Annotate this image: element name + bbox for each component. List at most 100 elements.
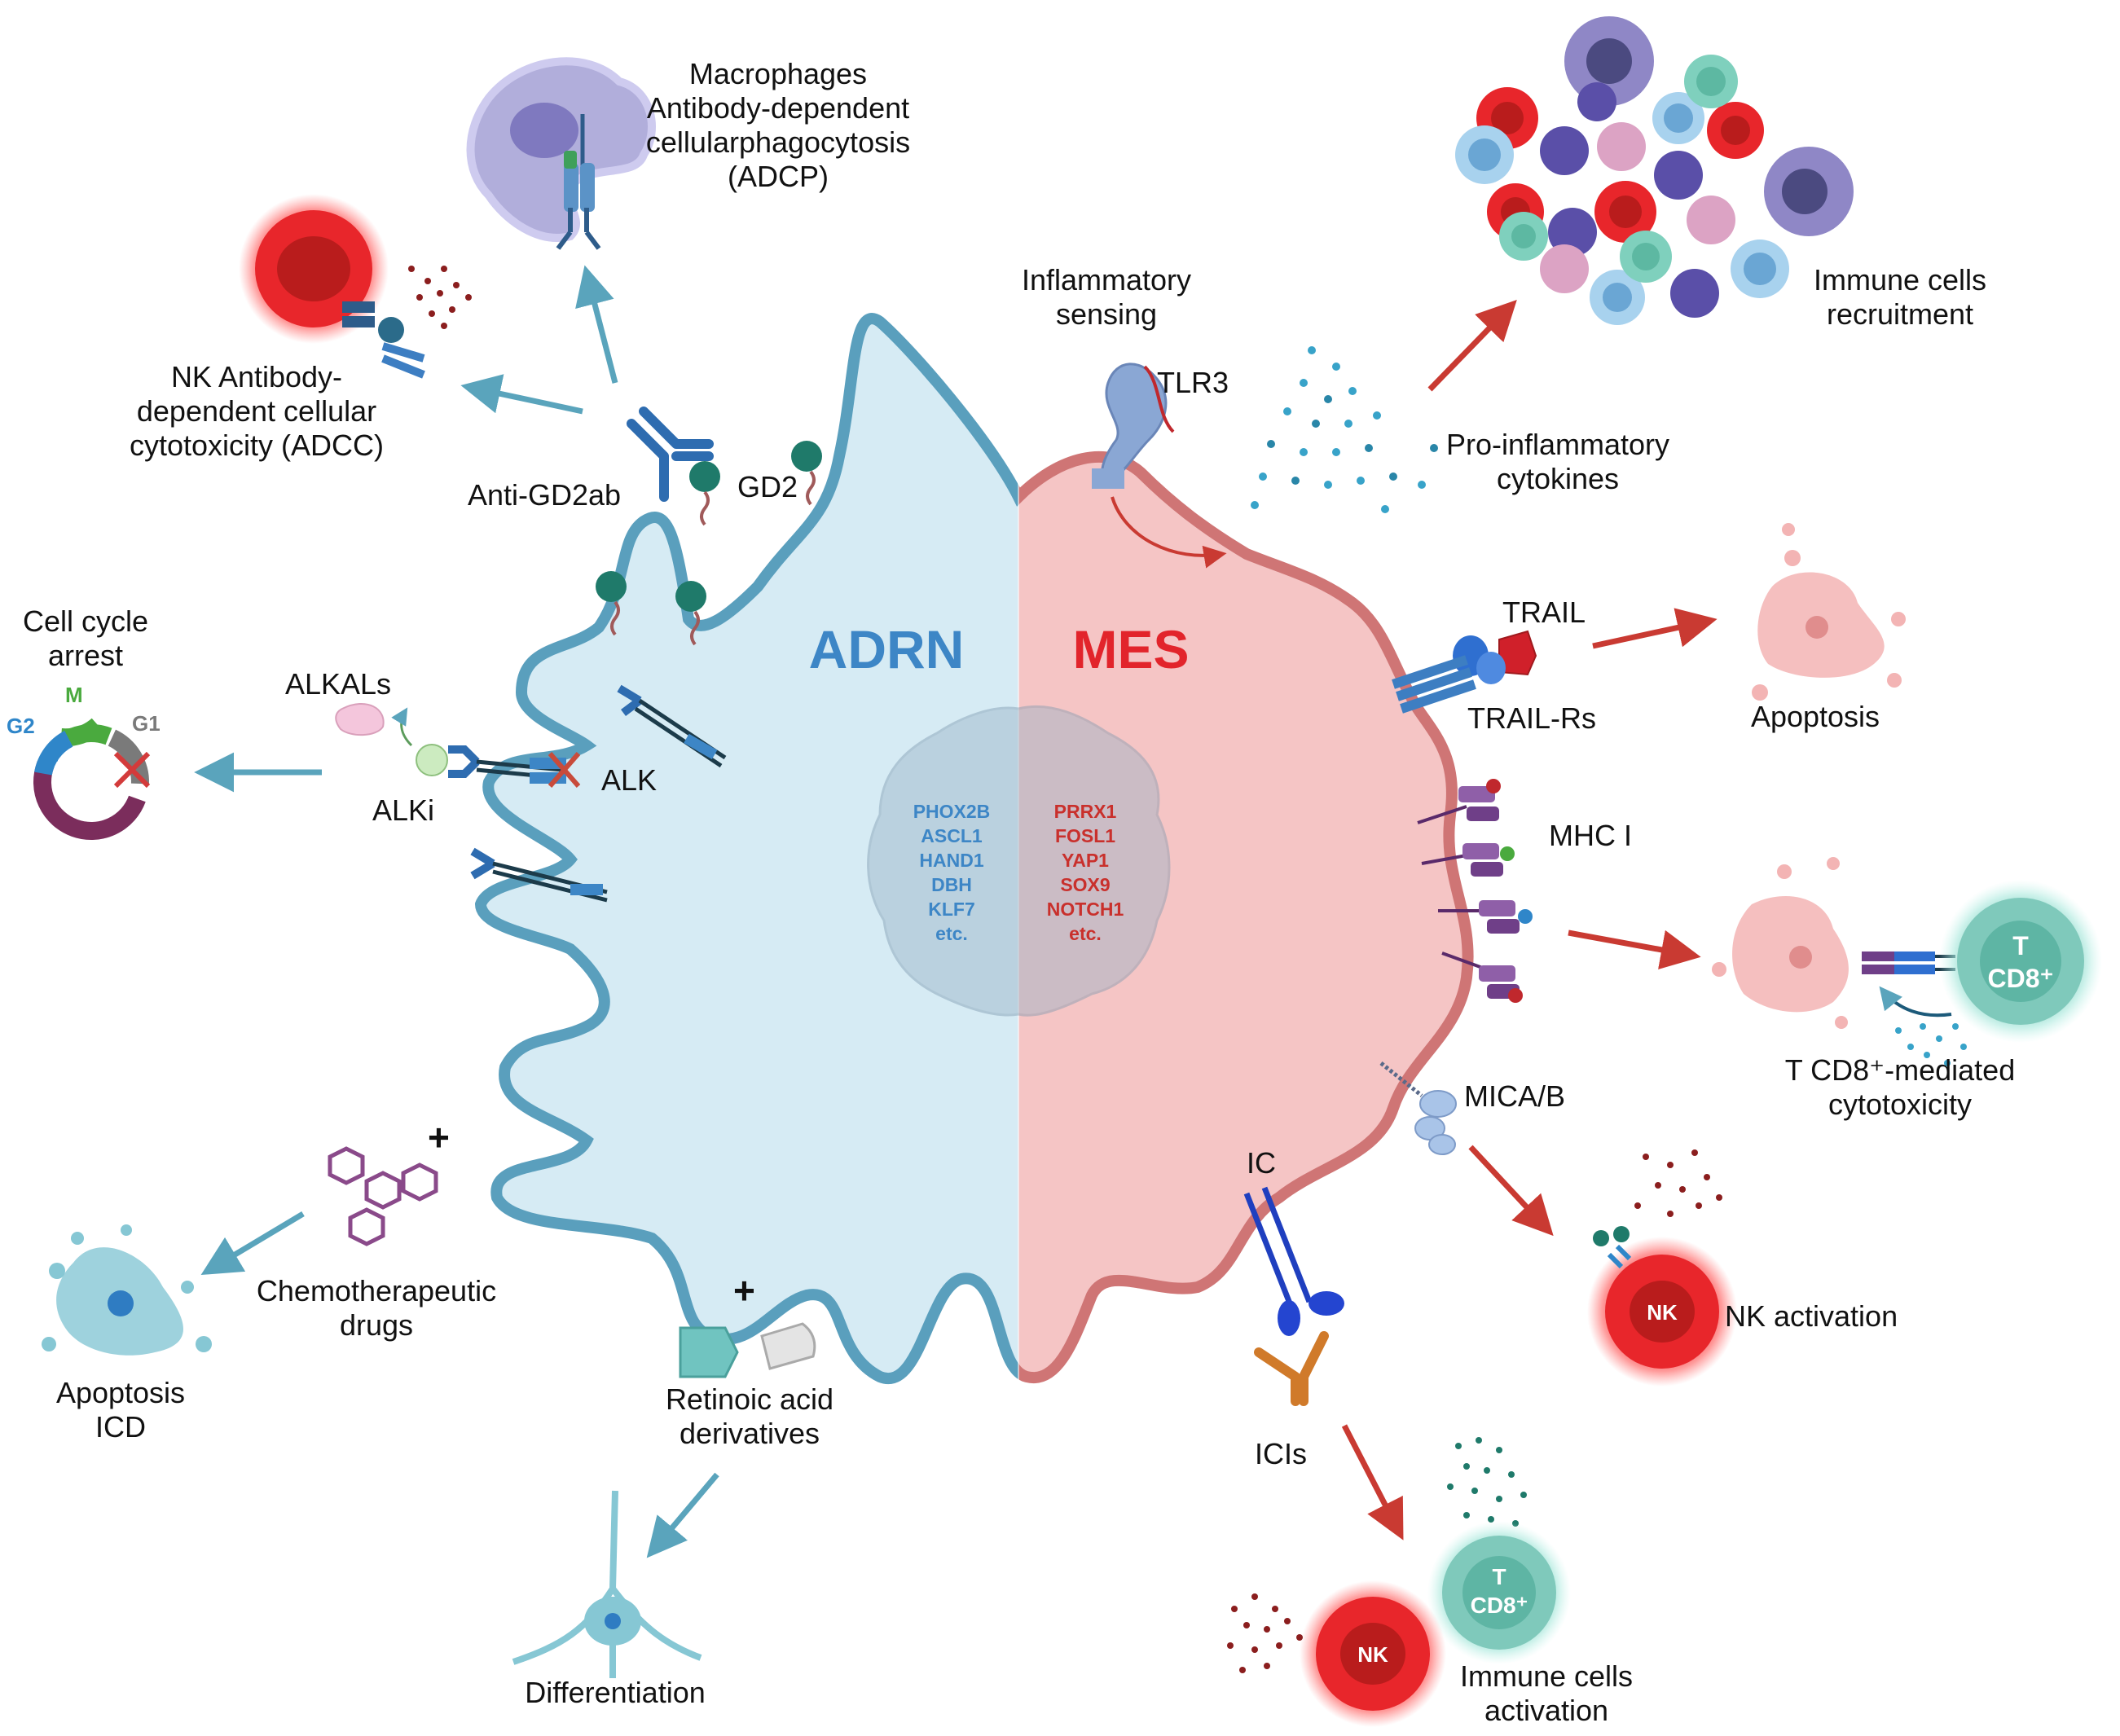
immune-checkpoint-icon — [1243, 1186, 1344, 1336]
svg-text:Cell cycle: Cell cycle — [23, 604, 148, 638]
tlr3-signal-arrow — [1111, 496, 1227, 569]
svg-text:(ADCP): (ADCP) — [728, 160, 829, 193]
alkal-arrow — [391, 707, 413, 747]
retinoic-plus-sign: + — [733, 1269, 755, 1312]
apoptotic-cell-icon — [1752, 523, 1906, 701]
phase-s-label: S — [85, 820, 99, 844]
svg-text:recruitment: recruitment — [1827, 297, 1973, 331]
phase-m-label: M — [65, 683, 83, 707]
trail-receptor-icon — [1392, 635, 1506, 714]
adrn-genes: PHOX2B ASCL1 HAND1 DBH KLF7 etc. — [913, 801, 991, 944]
mes-gene: YAP1 — [1062, 850, 1109, 871]
svg-text:cellularphagocytosis: cellularphagocytosis — [646, 125, 910, 159]
chemo-plus-sign: + — [428, 1116, 450, 1158]
svg-text:Immune cells: Immune cells — [1460, 1659, 1633, 1693]
svg-text:Inflammatory: Inflammatory — [1022, 263, 1191, 297]
svg-text:Immune cells: Immune cells — [1814, 263, 1986, 297]
arrow-to-immune-activation — [1341, 1424, 1404, 1540]
cell-cycle-icon — [33, 718, 151, 840]
phase-g1-label: G1 — [132, 711, 161, 736]
svg-text:Apoptosis: Apoptosis — [56, 1376, 185, 1409]
svg-text:Antibody-dependent: Antibody-dependent — [647, 91, 909, 125]
svg-text:T: T — [2012, 931, 2029, 960]
svg-text:cytokines: cytokines — [1497, 462, 1619, 495]
anti-gd2-label: Anti-GD2ab — [468, 478, 621, 512]
svg-text:derivatives: derivatives — [680, 1417, 820, 1450]
nk-adcc-label: NK Antibody- dependent cellular cytotoxi… — [130, 360, 384, 462]
arrow-to-apoptosis — [1592, 608, 1718, 649]
alkal-ligand-icon — [335, 702, 385, 736]
mes-gene: etc. — [1069, 923, 1102, 944]
tlr3-label: TLR3 — [1157, 366, 1229, 399]
cytotoxic-granules-icon — [1227, 1593, 1303, 1673]
arrow-to-differentiation — [646, 1472, 719, 1558]
trail-rs-label: TRAIL-Rs — [1467, 701, 1596, 735]
mes-gene: SOX9 — [1060, 874, 1110, 895]
arrow-to-nk-activation — [1468, 1145, 1554, 1237]
cytokines-dots-icon — [1447, 1437, 1527, 1527]
alk-receptor-icon-3 — [470, 847, 608, 903]
adrn-gene: ASCL1 — [921, 825, 983, 846]
t-cd8-cell-icon: T CD8⁺ — [1939, 880, 2102, 1043]
svg-text:Pro-inflammatory: Pro-inflammatory — [1446, 428, 1669, 461]
svg-text:Macrophages: Macrophages — [689, 57, 867, 90]
adrn-gene: DBH — [931, 874, 972, 895]
tumor-cell — [481, 319, 1468, 1385]
inflammatory-label: Inflammatory sensing — [1022, 263, 1191, 331]
cell-cycle-label: Cell cycle arrest — [23, 604, 148, 672]
svg-text:T CD8⁺-mediated: T CD8⁺-mediated — [1785, 1053, 2015, 1087]
trail-label: TRAIL — [1502, 596, 1586, 629]
alk-receptor-icon — [448, 745, 581, 788]
cytotoxic-granules-icon — [1634, 1149, 1722, 1217]
svg-text:drugs: drugs — [340, 1308, 413, 1342]
arrow-to-tcd8 — [1568, 930, 1701, 970]
svg-text:NK: NK — [1357, 1642, 1388, 1667]
nucleus — [867, 705, 1171, 1017]
apoptosis-label: Apoptosis — [1751, 700, 1880, 733]
adrn-gene: etc. — [935, 923, 968, 944]
cytokines-icon — [1251, 346, 1438, 513]
adcp-antibody-icon — [556, 151, 601, 250]
alki-label: ALKi — [372, 793, 434, 827]
svg-text:cytotoxicity (ADCC): cytotoxicity (ADCC) — [130, 429, 384, 462]
svg-text:arrest: arrest — [48, 639, 123, 672]
mhc-i-icon — [1417, 779, 1533, 1003]
alk-receptor-icon-2 — [617, 684, 727, 768]
svg-text:Chemotherapeutic: Chemotherapeutic — [257, 1274, 496, 1307]
neuron-icon — [512, 1490, 702, 1678]
arrow-to-nk-adcc — [460, 374, 583, 415]
immune-cells-cluster-icon — [1455, 16, 1854, 325]
svg-text:ICD: ICD — [95, 1410, 146, 1444]
mica-b-label: MICA/B — [1464, 1079, 1565, 1113]
gd2-label: GD2 — [737, 470, 798, 503]
mes-title: MES — [1072, 619, 1189, 679]
retinoic-label: Retinoic acid derivatives — [666, 1382, 833, 1450]
granzyme-dots-icon — [1895, 1023, 1967, 1066]
immune-recruit-label: Immune cells recruitment — [1814, 263, 1986, 331]
apoptotic-target-cell-icon — [1712, 857, 1849, 1029]
gd2-icon — [596, 441, 822, 646]
nk-cell-icon — [239, 194, 425, 379]
mhc-i-label: MHC I — [1549, 819, 1632, 852]
macrophage-label: Macrophages Antibody-dependent cellularp… — [646, 57, 910, 193]
tcd8-label: T CD8⁺-mediated cytotoxicity — [1785, 1053, 2015, 1121]
svg-text:NK Antibody-: NK Antibody- — [171, 360, 342, 393]
ici-antibody-icon — [1254, 1331, 1329, 1406]
chemo-label: Chemotherapeutic drugs — [257, 1274, 496, 1342]
tlr3-icon — [1092, 363, 1175, 489]
adrn-title: ADRN — [809, 619, 965, 679]
t-cd8-cell-icon: T CD8⁺ — [1427, 1521, 1571, 1664]
mes-gene: PRRX1 — [1054, 801, 1117, 822]
svg-text:Retinoic acid: Retinoic acid — [666, 1382, 833, 1416]
macrophage-icon — [466, 57, 656, 242]
mes-gene: NOTCH1 — [1047, 899, 1124, 920]
svg-text:dependent cellular: dependent cellular — [137, 394, 376, 428]
cytotoxic-release-arrow — [1879, 986, 1952, 1017]
adrn-gene: HAND1 — [919, 850, 983, 871]
mes-genes: PRRX1 FOSL1 YAP1 SOX9 NOTCH1 etc. — [1047, 801, 1124, 944]
immune-activation-label: Immune cells activation — [1460, 1659, 1633, 1727]
svg-text:NK: NK — [1647, 1300, 1678, 1325]
alk-label: ALK — [601, 763, 657, 797]
svg-text:CD8⁺: CD8⁺ — [1988, 964, 2054, 993]
mes-gene: FOSL1 — [1055, 825, 1115, 846]
